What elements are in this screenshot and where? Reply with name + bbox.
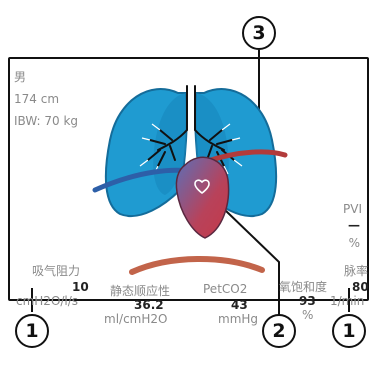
patient-sex: 男 bbox=[14, 68, 26, 85]
spo2-unit: % bbox=[302, 308, 313, 322]
pvi-unit: % bbox=[349, 236, 360, 250]
pulse-label: 脉率 bbox=[344, 262, 368, 279]
spo2-label: 氧饱和度 bbox=[279, 278, 327, 295]
diaphragm-line bbox=[132, 259, 262, 272]
callout-1-left: 1 bbox=[15, 314, 49, 348]
pvi-value: — bbox=[348, 218, 360, 232]
compliance-label: 静态顺应性 bbox=[110, 282, 170, 299]
petco2-label: PetCO2 bbox=[203, 282, 247, 296]
compliance-value: 36.2 bbox=[134, 298, 164, 312]
resistance-value: 10 bbox=[72, 280, 89, 294]
patient-ibw: IBW: 70 kg bbox=[14, 114, 78, 128]
heart-icon bbox=[176, 157, 228, 238]
petco2-value: 43 bbox=[231, 298, 248, 312]
compliance-unit: ml/cmH2O bbox=[104, 312, 167, 326]
spo2-value: 93 bbox=[299, 294, 316, 308]
callout-3: 3 bbox=[242, 16, 276, 50]
patient-height: 174 cm bbox=[14, 92, 59, 106]
callout-1-right: 1 bbox=[332, 314, 366, 348]
resistance-unit: cmH2O/l/s bbox=[16, 294, 78, 308]
callout-2: 2 bbox=[262, 314, 296, 348]
pulse-value: 80 bbox=[352, 280, 369, 294]
pvi-label: PVI bbox=[343, 202, 362, 216]
pulse-unit: 1/min bbox=[330, 294, 364, 308]
petco2-unit: mmHg bbox=[218, 312, 258, 326]
resistance-label: 吸气阻力 bbox=[32, 262, 80, 279]
